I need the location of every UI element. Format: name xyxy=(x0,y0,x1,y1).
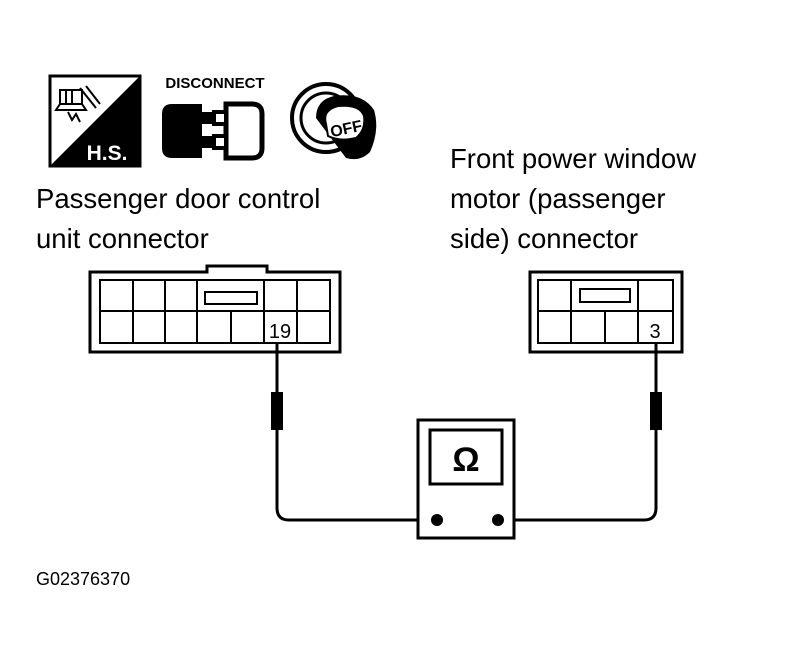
figure-code: G02376370 xyxy=(36,569,130,589)
right-probe-lead xyxy=(498,343,662,522)
left-probe-lead xyxy=(271,343,437,522)
left-connector-label-line2: unit connector xyxy=(36,223,209,254)
right-connector-label-line3: side) connector xyxy=(450,223,638,254)
ohm-symbol: Ω xyxy=(452,441,479,479)
right-connector xyxy=(528,270,684,354)
right-connector-label-line2: motor (passenger xyxy=(450,183,666,214)
meter-terminal-right xyxy=(492,514,504,526)
ignition-off-icon: OFF xyxy=(290,82,377,160)
ohmmeter: Ω xyxy=(416,418,516,540)
left-terminal-number: 19 xyxy=(269,321,291,343)
left-connector-label-line1: Passenger door control xyxy=(36,183,320,214)
ignition-off-label: OFF xyxy=(329,118,364,141)
meter-terminal-left xyxy=(431,514,443,526)
right-terminal-number: 3 xyxy=(649,321,660,343)
left-connector-label: Passenger door control unit connector xyxy=(36,183,320,254)
left-connector xyxy=(88,264,342,354)
right-connector-label-line1: Front power window xyxy=(450,143,696,174)
harness-sensor-label: H.S. xyxy=(87,142,128,165)
disconnect-icon: DISCONNECT xyxy=(162,75,265,161)
disconnect-label: DISCONNECT xyxy=(165,75,264,92)
harness-sensor-icon: H.S. xyxy=(48,74,142,168)
right-connector-label: Front power window motor (passenger side… xyxy=(450,143,696,254)
